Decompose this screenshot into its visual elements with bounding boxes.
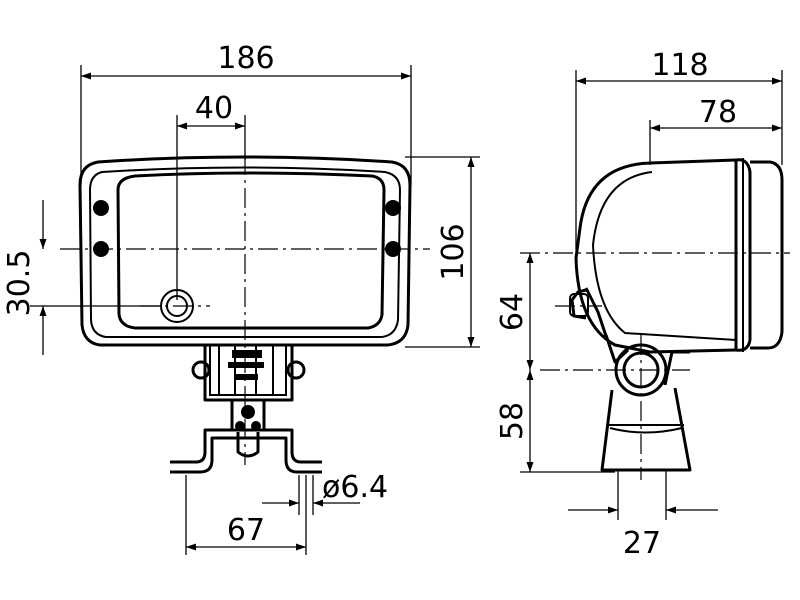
dim-hole-diameter-label: ø6.4 bbox=[322, 470, 388, 505]
dim-housing-depth: 78 bbox=[650, 95, 782, 132]
dim-axis-height-label: 64 bbox=[495, 293, 530, 331]
dim-overall-width: 186 bbox=[81, 41, 411, 80]
dim-overall-height: 106 bbox=[436, 157, 475, 347]
dim-lens-offset: 40 bbox=[177, 91, 245, 130]
dim-lower-offset: 30.5 bbox=[2, 200, 47, 355]
lens bbox=[116, 171, 386, 330]
front-view: 186 40 106 30.5 67 ø6.4 bbox=[2, 41, 480, 555]
dim-axis-height: 64 bbox=[495, 253, 534, 370]
front-centerlines bbox=[60, 155, 430, 465]
side-centerlines bbox=[520, 252, 790, 480]
dim-bracket-spacing: 67 bbox=[186, 513, 306, 551]
bracket-clamp bbox=[191, 344, 306, 402]
dim-base-width: 27 bbox=[568, 506, 718, 561]
side-view: 118 78 64 58 27 bbox=[495, 48, 790, 561]
bracket-nut bbox=[230, 398, 266, 458]
side-lens-rim bbox=[649, 158, 784, 352]
dim-base-width-label: 27 bbox=[623, 526, 661, 561]
dim-hole-diameter: ø6.4 bbox=[262, 470, 388, 507]
front-extension-lines bbox=[30, 65, 480, 555]
dim-lens-offset-label: 40 bbox=[195, 91, 233, 126]
bracket-plate bbox=[170, 428, 322, 474]
dim-housing-depth-label: 78 bbox=[699, 95, 737, 130]
dim-overall-depth: 118 bbox=[576, 48, 782, 85]
dim-lower-offset-label: 30.5 bbox=[2, 250, 37, 317]
screw-top-left bbox=[93, 200, 109, 216]
side-mount-foot bbox=[600, 387, 692, 472]
side-adjust-screw bbox=[569, 287, 608, 337]
dim-overall-height-label: 106 bbox=[436, 223, 471, 280]
side-housing bbox=[574, 161, 737, 354]
dim-overall-width-label: 186 bbox=[217, 41, 274, 76]
screw-top-right bbox=[385, 200, 401, 216]
dim-pivot-height-label: 58 bbox=[495, 402, 530, 440]
dim-bracket-spacing-label: 67 bbox=[227, 513, 265, 548]
dim-overall-depth-label: 118 bbox=[651, 48, 708, 83]
dim-pivot-height: 58 bbox=[495, 370, 534, 472]
side-pivot bbox=[604, 334, 690, 397]
lamp-housing bbox=[78, 155, 412, 347]
